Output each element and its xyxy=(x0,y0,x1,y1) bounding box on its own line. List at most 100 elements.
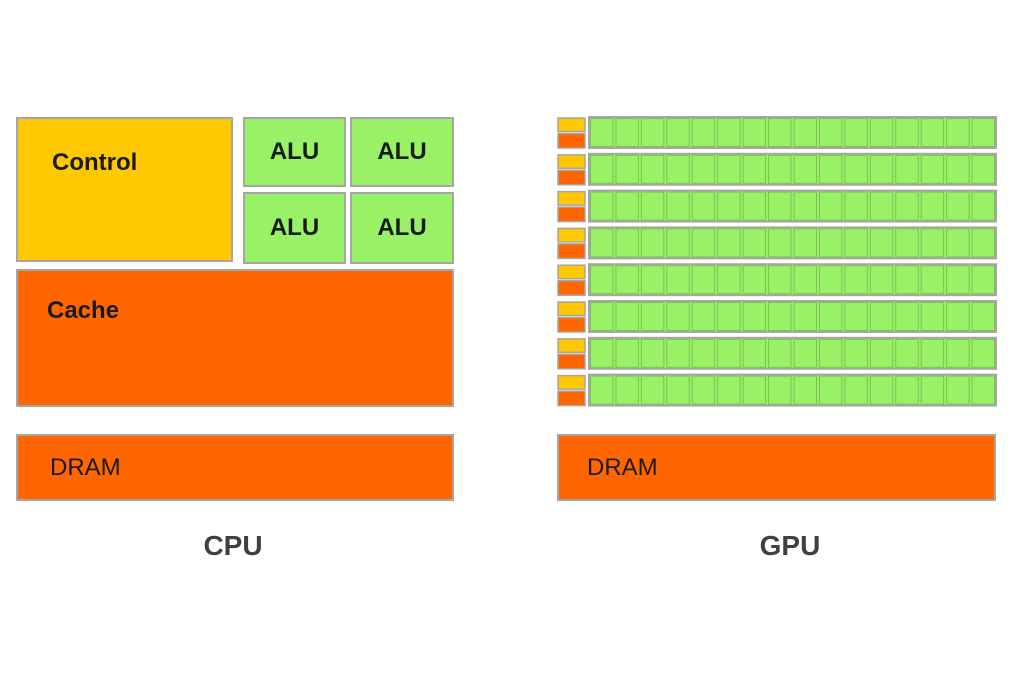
gpu-alu-cell xyxy=(768,118,792,147)
gpu-alu-cell xyxy=(818,338,843,368)
gpu-alu-cell xyxy=(691,302,716,331)
gpu-alu-cell xyxy=(768,228,792,258)
gpu-alu-cell xyxy=(818,191,843,221)
gpu-alu-cell xyxy=(946,265,970,295)
gpu-cache-unit xyxy=(557,169,586,186)
gpu-alu-cell xyxy=(717,302,741,331)
cpu-control-block: Control xyxy=(16,117,233,262)
gpu-alu-cell xyxy=(717,338,741,368)
gpu-alu-cell xyxy=(971,375,995,405)
gpu-alu-cell xyxy=(666,302,690,331)
gpu-cache-unit xyxy=(557,316,586,333)
gpu-control-unit xyxy=(557,190,586,206)
gpu-alu-cell xyxy=(615,228,639,258)
gpu-alu-cell xyxy=(666,118,690,147)
gpu-alu-cell xyxy=(793,265,817,295)
gpu-alu-cell xyxy=(742,302,767,331)
gpu-cache-unit xyxy=(557,206,586,223)
gpu-alu-cell xyxy=(920,228,945,258)
cpu-alu-label: ALU xyxy=(377,138,427,165)
gpu-alu-cell xyxy=(844,265,868,295)
gpu-alu-cell xyxy=(971,338,995,368)
gpu-alu-cell xyxy=(691,118,716,147)
gpu-alu-cell xyxy=(640,118,665,147)
gpu-alu-cell xyxy=(971,228,995,258)
cpu-alu-block: ALU xyxy=(350,117,454,187)
gpu-alu-cell xyxy=(666,191,690,221)
gpu-cache-unit xyxy=(557,243,586,260)
gpu-alu-cell xyxy=(590,302,614,331)
gpu-alu-cell xyxy=(844,228,868,258)
gpu-caption: GPU xyxy=(759,530,821,561)
gpu-alu-cell xyxy=(640,191,665,221)
gpu-cache-unit xyxy=(557,353,586,370)
gpu-control-unit xyxy=(557,301,586,317)
gpu-alu-cell xyxy=(717,265,741,295)
gpu-alu-cell xyxy=(971,265,995,295)
gpu-alu-cell xyxy=(920,191,945,221)
gpu-alu-cell xyxy=(666,265,690,295)
gpu-alu-cell xyxy=(869,118,894,147)
gpu-cache-unit xyxy=(557,279,586,296)
cpu-dram-block: DRAM xyxy=(16,434,454,501)
gpu-alu-cell xyxy=(666,375,690,405)
cpu-cache-block: Cache xyxy=(16,269,454,407)
gpu-alu-cell xyxy=(946,375,970,405)
gpu-control-unit xyxy=(557,374,586,390)
gpu-alu-cell xyxy=(869,338,894,368)
gpu-alu-cell xyxy=(844,338,868,368)
gpu-alu-cell xyxy=(920,118,945,147)
gpu-alu-cell xyxy=(971,302,995,331)
gpu-alu-cell xyxy=(946,154,970,184)
gpu-alu-cell xyxy=(844,375,868,405)
gpu-alu-cell xyxy=(666,228,690,258)
gpu-alu-cell xyxy=(590,265,614,295)
gpu-alu-cell xyxy=(615,118,639,147)
gpu-alu-cell xyxy=(793,228,817,258)
gpu-alu-cell xyxy=(971,191,995,221)
gpu-alu-cell xyxy=(844,118,868,147)
gpu-alu-cell xyxy=(666,154,690,184)
gpu-alu-cell xyxy=(971,118,995,147)
cpu-control-label: Control xyxy=(52,149,138,176)
gpu-alu-cell xyxy=(742,375,767,405)
gpu-alu-cell xyxy=(590,375,614,405)
gpu-control-unit xyxy=(557,338,586,354)
gpu-alu-cell xyxy=(844,302,868,331)
cpu-alu-block: ALU xyxy=(243,117,346,187)
gpu-alu-cell xyxy=(640,338,665,368)
gpu-alu-cell xyxy=(768,265,792,295)
gpu-alu-cell xyxy=(640,302,665,331)
gpu-alu-cell xyxy=(869,228,894,258)
gpu-alu-cell xyxy=(666,338,690,368)
gpu-alu-cell xyxy=(615,191,639,221)
gpu-alu-cell xyxy=(946,191,970,221)
gpu-dram-block: DRAM xyxy=(557,434,996,501)
gpu-alu-cell xyxy=(869,154,894,184)
gpu-alu-cell xyxy=(691,191,716,221)
gpu-alu-cell xyxy=(869,375,894,405)
gpu-alu-cell xyxy=(615,338,639,368)
gpu-alu-cell xyxy=(793,154,817,184)
gpu-alu-cell xyxy=(971,154,995,184)
gpu-alu-cell xyxy=(895,228,919,258)
cpu-alu-label: ALU xyxy=(377,214,427,241)
gpu-alu-cell xyxy=(742,338,767,368)
gpu-alu-cell xyxy=(895,338,919,368)
gpu-alu-cell xyxy=(818,375,843,405)
gpu-alu-cell xyxy=(844,154,868,184)
gpu-alu-cell xyxy=(768,375,792,405)
gpu-alu-cell xyxy=(691,375,716,405)
gpu-alu-cell xyxy=(895,302,919,331)
gpu-alu-cell xyxy=(691,154,716,184)
gpu-alu-cell xyxy=(818,118,843,147)
gpu-alu-cell xyxy=(869,265,894,295)
gpu-alu-cell xyxy=(946,338,970,368)
gpu-alu-cell xyxy=(793,338,817,368)
gpu-alu-cell xyxy=(615,302,639,331)
gpu-alu-cell xyxy=(615,375,639,405)
gpu-alu-cell xyxy=(895,118,919,147)
gpu-alu-cell xyxy=(920,338,945,368)
cpu-alu-label: ALU xyxy=(269,214,320,241)
cpu-alu-block: ALU xyxy=(350,192,454,264)
